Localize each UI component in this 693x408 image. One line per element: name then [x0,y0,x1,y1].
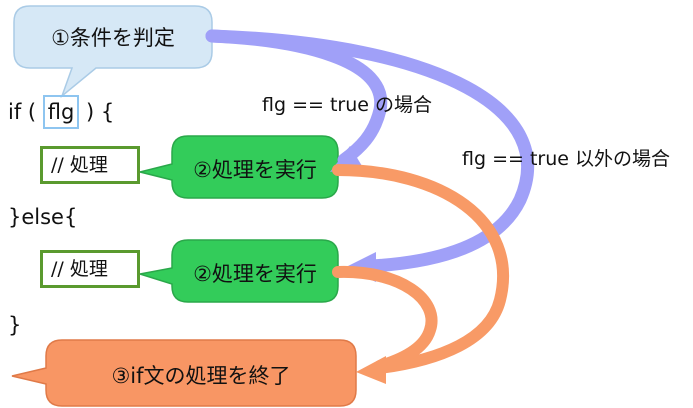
true-case-label: flg == true の場合 [262,94,432,116]
other-case-arrow [205,29,535,273]
step2a-label: ②処理を実行 [193,158,317,182]
step1-label: ①条件を判定 [51,26,175,50]
process-box-true: // 処理 [40,146,140,184]
step2b-to-end-arrow [332,265,438,372]
step2b-label: ②処理を実行 [193,262,317,286]
process-box-else: // 処理 [40,250,140,288]
other-case-label: flg == true 以外の場合 [462,148,670,170]
code-if-close: ) { [86,100,115,124]
code-close-brace: } [8,313,22,337]
flg-variable: flg [42,95,80,129]
step2a-to-end-arrow [332,164,510,374]
step2a-callout-shape [139,135,339,199]
code-if-open: if ( [8,100,37,124]
step3-label: ③if文の処理を終了 [111,364,291,388]
step3-callout-shape [11,339,357,407]
code-if-line: if ( flg ) { [8,95,114,129]
step2b-callout-shape [139,239,339,303]
step1-callout-shape [13,5,213,99]
code-else-line: }else{ [8,205,78,229]
